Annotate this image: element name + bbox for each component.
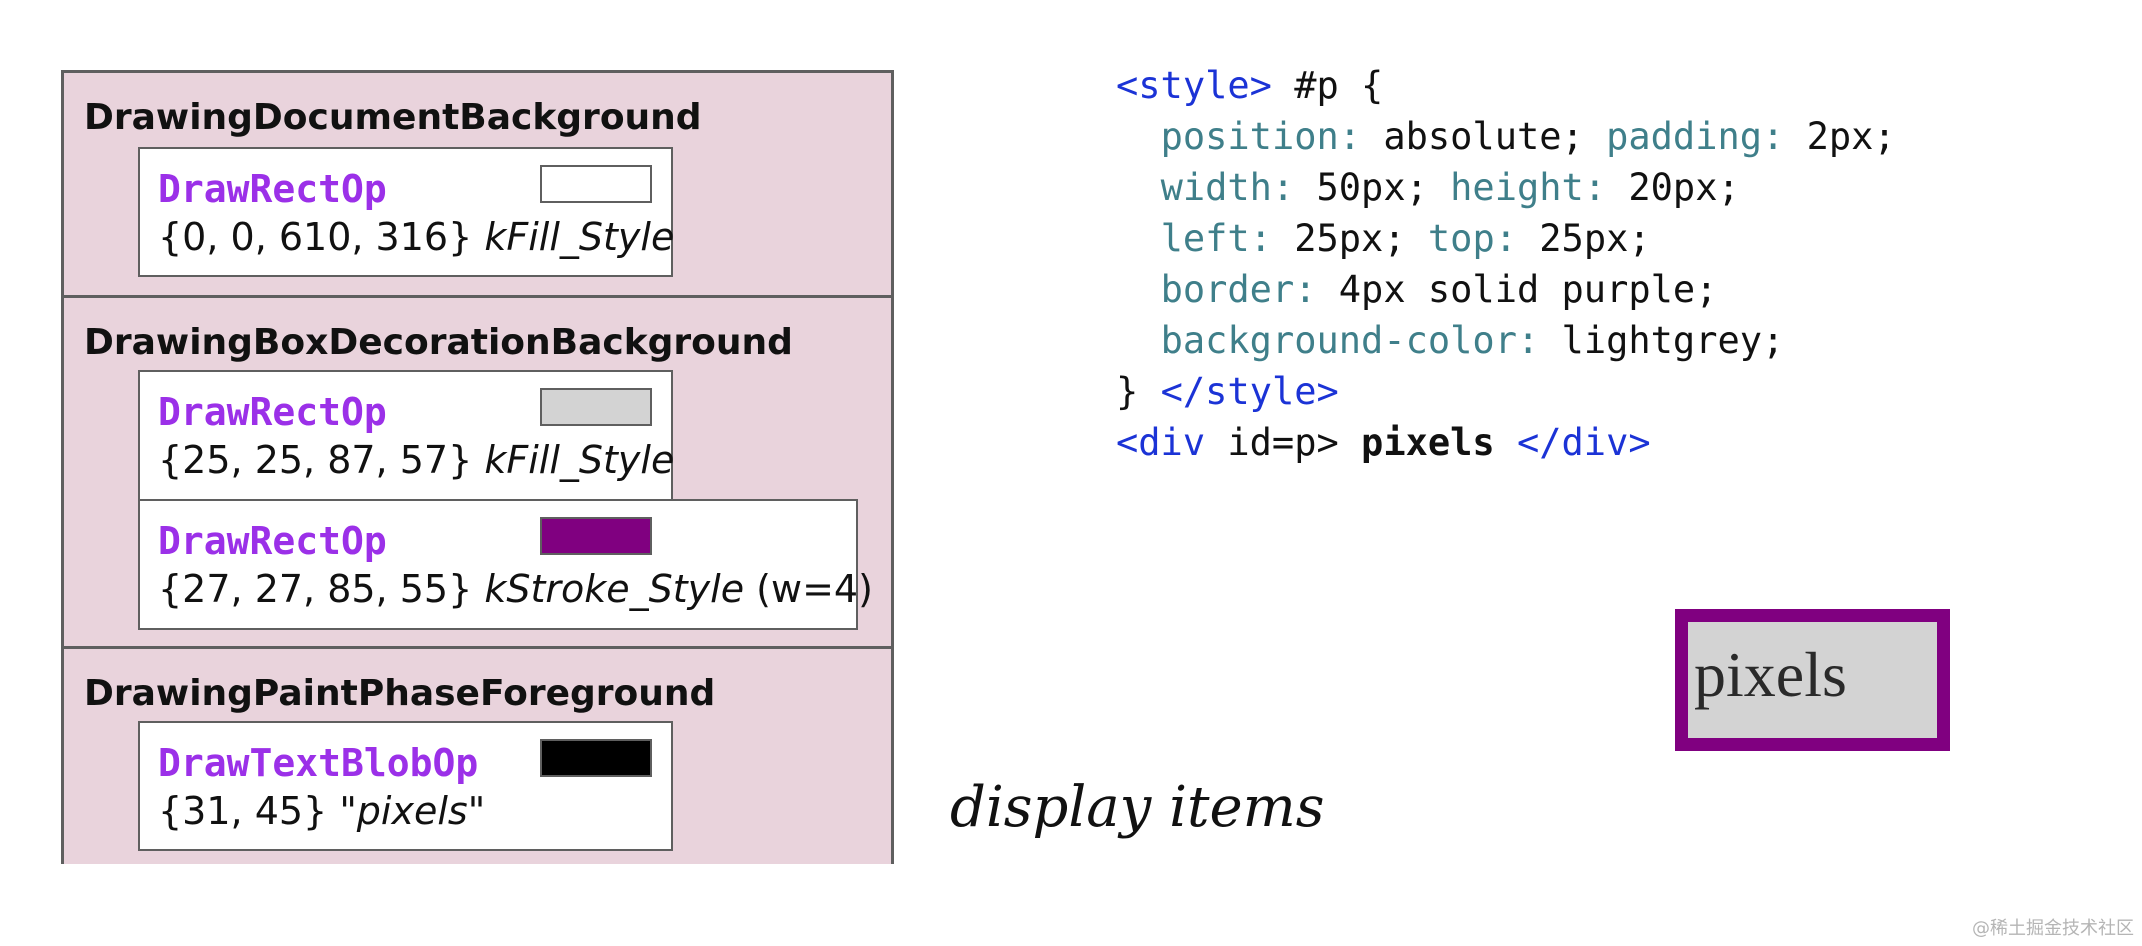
op-name: DrawRectOp (158, 167, 387, 211)
watermark: @稀土掘金技术社区 (1972, 918, 2134, 939)
op-args: {27, 27, 85, 55} kStroke_Style (w=4) (158, 567, 873, 611)
caption-display-items: display items (950, 775, 1325, 840)
color-swatch-white (540, 165, 652, 203)
color-swatch-lightgrey (540, 388, 652, 426)
html-source-code: <style> #p { position: absolute; padding… (1116, 64, 1896, 464)
group-title: DrawingPaintPhaseForeground (84, 673, 716, 714)
group-paint-phase-foreground: DrawingPaintPhaseForeground DrawTextBlob… (64, 646, 891, 864)
display-item-draw-rect-fill: DrawRectOp {25, 25, 87, 57} kFill_Style (138, 370, 675, 501)
group-title: DrawingDocumentBackground (84, 97, 702, 138)
op-args: {25, 25, 87, 57} kFill_Style (158, 438, 675, 482)
display-item-draw-rect: DrawRectOp {0, 0, 610, 316} kFill_Style (138, 147, 675, 277)
color-swatch-purple (540, 517, 652, 555)
display-item-draw-rect-stroke: DrawRectOp {27, 27, 85, 55} kStroke_Styl… (138, 499, 873, 630)
group-document-background: DrawingDocumentBackground DrawRectOp {0,… (64, 73, 891, 295)
display-item-list: DrawingDocumentBackground DrawRectOp {0,… (61, 70, 894, 864)
op-name: DrawTextBlobOp (158, 741, 479, 785)
display-item-draw-text-blob: DrawTextBlobOp {31, 45} "pixels" (138, 721, 673, 851)
op-args: {31, 45} "pixels" (158, 789, 486, 833)
group-box-decoration-background: DrawingBoxDecorationBackground DrawRectO… (64, 295, 891, 646)
group-title: DrawingBoxDecorationBackground (84, 322, 793, 363)
color-swatch-black (540, 739, 652, 777)
op-args: {0, 0, 610, 316} kFill_Style (158, 215, 675, 259)
rendered-pixels-text: pixels (1694, 639, 1847, 710)
rendered-pixels-preview: pixels (1675, 609, 1950, 751)
op-name: DrawRectOp (158, 390, 387, 434)
op-name: DrawRectOp (158, 519, 387, 563)
